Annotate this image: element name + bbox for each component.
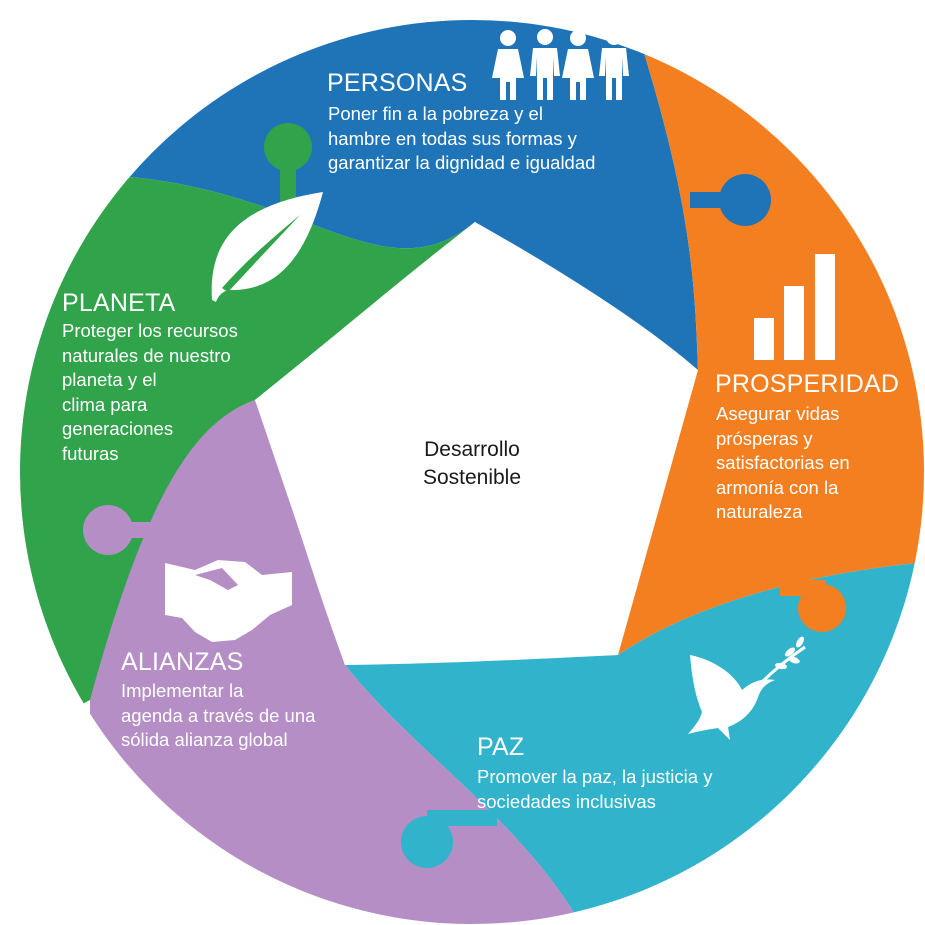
segment-planeta	[20, 175, 475, 760]
desc-planeta-line: naturales de nuestro	[62, 344, 231, 366]
knob-green-neck	[280, 150, 296, 205]
knob-green	[264, 123, 312, 171]
desc-alianzas-line: Implementar la	[121, 680, 244, 701]
bar-chart-icon	[754, 254, 835, 360]
desc-planeta-line: planeta y el	[62, 369, 157, 390]
title-alianzas: ALIANZAS	[121, 648, 244, 676]
desc-prosperidad-line: naturaleza	[716, 501, 803, 522]
puzzle-knobs	[83, 123, 846, 868]
desc-prosperidad-line: armonía con la	[716, 476, 839, 498]
desc-personas-line: Poner fin a la pobreza y el	[328, 103, 543, 124]
desc-paz-line: sociedades inclusivas	[477, 790, 656, 812]
desc-planeta-line: futuras	[62, 442, 119, 464]
desc-paz: Promover la paz, la justicia y sociedade…	[477, 765, 712, 814]
desc-planeta-line: clima para	[62, 393, 148, 415]
title-paz: PAZ	[477, 733, 525, 761]
desc-alianzas: Implementar la agenda a través de una só…	[121, 679, 315, 753]
center-label-line2: Sostenible	[422, 466, 522, 489]
handshake-icon	[165, 560, 292, 642]
center-pentagon	[255, 222, 698, 665]
center-label: Desarrollo Sostenible	[352, 436, 592, 492]
leaf-icon	[211, 192, 323, 302]
desc-planeta: Proteger los recursos naturales de nuest…	[62, 319, 238, 466]
center-label-line1: Desarrollo	[424, 438, 520, 461]
title-personas: PERSONAS	[327, 69, 468, 97]
desc-prosperidad-line: Asegurar vidas	[716, 403, 840, 424]
knob-cyan	[401, 816, 453, 868]
title-planeta: PLANETA	[62, 289, 176, 317]
desc-alianzas-line: sólida alianza global	[121, 729, 288, 750]
people-icon	[492, 29, 629, 100]
desc-alianzas-line: agenda a través de una	[121, 704, 316, 726]
knob-purple-neck	[108, 522, 158, 538]
knob-blue-neck	[690, 192, 748, 208]
desc-prosperidad-line: prósperas y	[716, 427, 813, 449]
desc-prosperidad-line: satisfactorias en	[716, 452, 850, 473]
dove-icon	[688, 636, 806, 740]
desc-personas: Poner fin a la pobreza y el hambre en to…	[328, 102, 595, 176]
title-prosperidad: PROSPERIDAD	[715, 370, 900, 398]
desc-paz-line: Promover la paz, la justicia y	[477, 766, 713, 787]
desc-planeta-line: Proteger los recursos	[62, 320, 238, 341]
knob-cyan-neck	[427, 810, 497, 826]
desc-personas-line: hambre en todas sus formas y	[328, 127, 577, 149]
knob-orange-neck	[780, 580, 826, 596]
desc-personas-line: garantizar la dignidad e igualdad	[328, 152, 596, 173]
desc-planeta-line: generaciones	[62, 418, 174, 439]
desc-prosperidad: Asegurar vidas prósperas y satisfactoria…	[716, 402, 850, 525]
